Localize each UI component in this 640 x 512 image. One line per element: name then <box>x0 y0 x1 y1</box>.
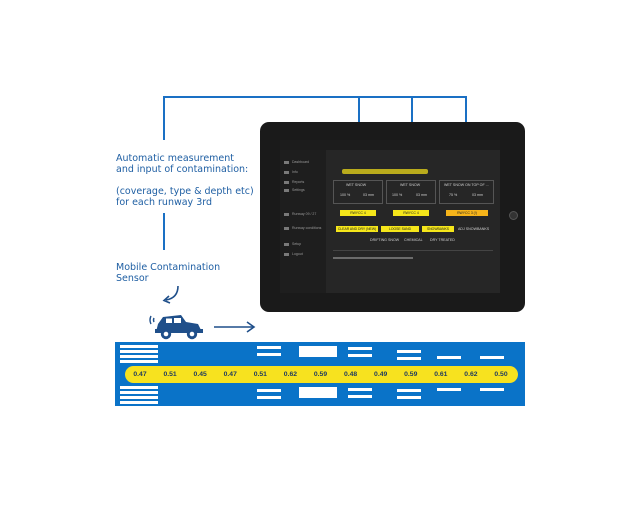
touchdown-mark <box>397 350 421 353</box>
touchdown-mark <box>348 347 372 350</box>
remarks-text-line <box>333 257 413 259</box>
friction-value: 0.51 <box>163 371 177 378</box>
aiming-point-mark <box>299 346 337 357</box>
sensor-caption: Mobile Contamination Sensor <box>116 262 266 284</box>
sidebar-item-6[interactable]: Runway conditions <box>284 226 321 230</box>
touchdown-mark <box>257 396 281 399</box>
column-label-1: WET SNOW <box>346 183 367 187</box>
option-label-4[interactable]: ADJ SNOWBANKS <box>458 227 490 231</box>
sidebar-item-2[interactable]: Info <box>284 170 298 174</box>
touchdown-mark <box>397 357 421 360</box>
tablet-sidebar: Dashboard Info Reports Settings Runway 0… <box>280 150 326 293</box>
yellow-header-strip <box>342 169 428 174</box>
option-button-3[interactable]: SNOWBANKS <box>422 226 454 232</box>
friction-value: 0.61 <box>434 371 448 378</box>
touchdown-mark <box>257 389 281 392</box>
rwycc-button-3[interactable]: RWYCC 3 (!) <box>446 210 488 216</box>
touchdown-mark <box>437 388 461 391</box>
remarks-divider <box>333 250 493 251</box>
touchdown-mark <box>348 388 372 391</box>
threshold-mark <box>120 355 158 358</box>
column-label-2: WET SNOW <box>400 183 421 187</box>
coverage-2: 100 % <box>392 193 403 197</box>
rwycc-button-2[interactable]: RWYCC 4 <box>393 210 429 216</box>
aiming-point-mark <box>299 387 337 398</box>
sensor-line-2: Sensor <box>116 273 149 284</box>
friction-value: 0.59 <box>404 371 418 378</box>
touchdown-mark <box>257 346 281 349</box>
option-button-1[interactable]: CLEAR AND DRY (NEW) <box>336 226 378 232</box>
friction-value: 0.47 <box>223 371 237 378</box>
friction-value: 0.62 <box>283 371 298 378</box>
measurement-caption: Automatic measurement and input of conta… <box>116 153 266 208</box>
sidebar-item-7[interactable]: Setup <box>284 242 301 246</box>
option2-label-3[interactable]: DRY TREATED <box>430 238 455 242</box>
touchdown-mark <box>348 395 372 398</box>
column-label-3: WET SNOW ON TOP OF ... <box>444 183 489 187</box>
friction-value: 0.59 <box>313 371 328 378</box>
sensor-line-1: Mobile Contamination <box>116 262 221 273</box>
threshold-mark <box>120 360 158 363</box>
caption-line-4: for each runway 3rd <box>116 197 213 208</box>
depth-3: 03 mm <box>472 193 483 197</box>
option2-label-1[interactable]: DRIFTING SNOW <box>370 238 400 242</box>
friction-band <box>125 366 518 383</box>
threshold-mark <box>120 386 158 389</box>
coverage-3: 75 % <box>449 193 458 197</box>
touchdown-mark <box>480 388 504 391</box>
coverage-1: 100 % <box>340 193 351 197</box>
caption-line-3: (coverage, type & depth etc) <box>116 186 254 197</box>
touchdown-mark <box>397 396 421 399</box>
curved-arrow-icon <box>160 284 182 306</box>
connector-left-vertical-top <box>163 96 165 140</box>
friction-value: 0.48 <box>343 371 358 378</box>
forward-arrow-icon <box>213 320 257 333</box>
tablet-home-button <box>509 211 518 220</box>
friction-value: 0.49 <box>374 371 388 378</box>
caption-line-1: Automatic measurement <box>116 153 235 164</box>
depth-1: 03 mm <box>363 193 374 197</box>
depth-2: 03 mm <box>416 193 427 197</box>
caption-line-2: and input of contamination: <box>116 164 249 175</box>
friction-value: 0.51 <box>253 371 267 378</box>
column-cell-3 <box>439 180 494 204</box>
threshold-mark <box>120 391 158 394</box>
car-icon <box>148 306 208 342</box>
threshold-mark <box>120 345 158 348</box>
option-button-2[interactable]: LOOSE SAND <box>381 226 419 232</box>
threshold-mark <box>120 350 158 353</box>
sidebar-item-8[interactable]: Logout <box>284 252 303 256</box>
connector-top-horizontal <box>163 96 466 98</box>
rwycc-button-1[interactable]: RWYCC 4 <box>340 210 376 216</box>
threshold-mark <box>120 396 158 399</box>
sidebar-item-1[interactable]: Dashboard <box>284 160 309 164</box>
touchdown-mark <box>437 356 461 359</box>
touchdown-mark <box>480 356 504 359</box>
touchdown-mark <box>257 353 281 356</box>
friction-value: 0.45 <box>193 371 207 378</box>
sidebar-item-3[interactable]: Reports <box>284 180 304 184</box>
option2-label-2[interactable]: CHEMICAL <box>404 238 423 242</box>
friction-value: 0.62 <box>464 371 478 378</box>
sidebar-item-5[interactable]: Runway 09 / 27 <box>284 212 316 216</box>
threshold-mark <box>120 401 158 404</box>
connector-left-vertical-bottom <box>163 213 165 250</box>
column-cell-1 <box>333 180 383 204</box>
sidebar-item-4[interactable]: Settings <box>284 188 305 192</box>
friction-value: 0.47 <box>133 371 147 378</box>
tablet-status-bar <box>280 140 500 150</box>
friction-value: 0.50 <box>494 371 508 378</box>
column-cell-2 <box>386 180 436 204</box>
touchdown-mark <box>348 354 372 357</box>
touchdown-mark <box>397 389 421 392</box>
